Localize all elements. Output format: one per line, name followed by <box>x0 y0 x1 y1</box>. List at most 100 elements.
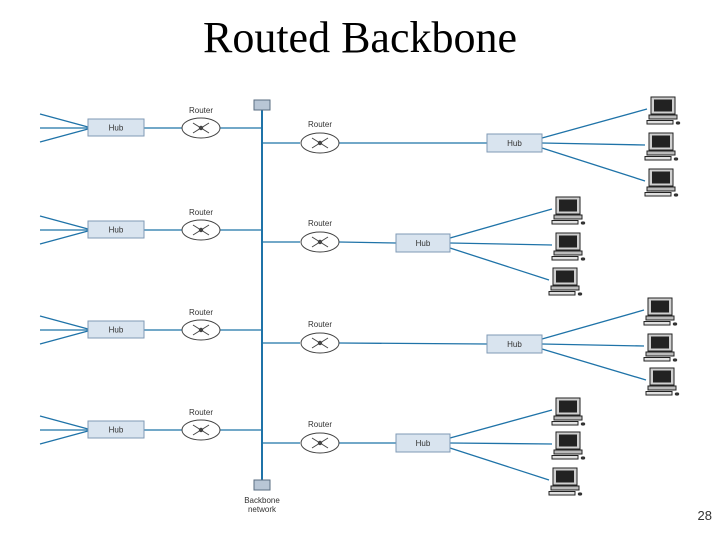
router-node <box>181 117 221 139</box>
computer-icon <box>548 267 583 296</box>
keyboard <box>548 491 576 496</box>
computer-icon <box>551 431 586 460</box>
computer-icon <box>644 132 679 161</box>
router-core <box>317 140 323 146</box>
link-line <box>449 409 553 439</box>
backbone-label: network <box>248 505 277 514</box>
mouse <box>673 157 679 161</box>
monitor-screen <box>556 470 574 483</box>
hub-box <box>87 320 145 339</box>
hub-node <box>87 320 145 339</box>
mouse <box>673 193 679 197</box>
mouse <box>580 221 586 225</box>
mouse <box>577 292 583 296</box>
network-labels: BackbonenetworkHubRouterHubRouterHubRout… <box>109 106 523 514</box>
hub-node <box>486 133 543 153</box>
hub-box <box>395 233 451 253</box>
computer-icon <box>645 367 680 396</box>
monitor-screen <box>559 434 577 447</box>
computer-base <box>646 186 676 192</box>
router-core <box>198 427 204 433</box>
keyboard <box>644 156 672 161</box>
hub-box <box>486 133 543 153</box>
mouse <box>674 392 680 396</box>
keyboard <box>551 455 579 460</box>
keyboard <box>551 220 579 225</box>
computer-icon <box>548 467 583 496</box>
monitor-screen <box>556 270 574 283</box>
computer-icon <box>643 297 678 326</box>
computer-base <box>550 485 580 491</box>
keyboard <box>643 357 671 362</box>
computer-base <box>553 415 583 421</box>
link-line <box>39 430 89 445</box>
computer-base <box>645 315 675 321</box>
link-line <box>338 342 488 345</box>
mouse <box>580 257 586 261</box>
keyboard <box>646 120 674 125</box>
hub-node <box>87 220 145 239</box>
router-label: Router <box>189 106 213 115</box>
hub-box <box>87 220 145 239</box>
network-nodes <box>87 96 681 496</box>
computer-icon <box>551 196 586 225</box>
router-label: Router <box>189 308 213 317</box>
hub-node <box>87 420 145 439</box>
backbone-bottom-node <box>253 479 271 491</box>
keyboard <box>551 256 579 261</box>
link-line <box>449 247 550 281</box>
router-node <box>300 231 340 253</box>
hub-box <box>486 334 543 354</box>
router-label: Router <box>189 408 213 417</box>
router-core <box>198 327 204 333</box>
router-node <box>300 332 340 354</box>
computer-icon <box>643 333 678 362</box>
hub-label: Hub <box>109 124 124 133</box>
router-core <box>317 340 323 346</box>
link-line <box>39 415 89 430</box>
keyboard <box>551 421 579 426</box>
link-line <box>39 315 89 330</box>
router-label: Router <box>308 320 332 329</box>
computer-base <box>645 351 675 357</box>
mouse <box>580 422 586 426</box>
computer-icon <box>551 397 586 426</box>
hub-label: Hub <box>507 139 522 148</box>
router-node <box>181 219 221 241</box>
network-links <box>39 108 648 482</box>
router-core <box>198 125 204 131</box>
computer-base <box>647 385 677 391</box>
link-line <box>39 230 89 245</box>
slide-title: Routed Backbone <box>202 13 518 62</box>
router-node <box>300 432 340 454</box>
computer-base <box>553 214 583 220</box>
hub-node <box>395 233 451 253</box>
link-line <box>39 215 89 230</box>
keyboard <box>548 291 576 296</box>
link-line <box>449 208 553 239</box>
hub-node <box>395 433 451 453</box>
monitor-screen <box>652 135 670 148</box>
computer-icon <box>551 232 586 261</box>
mouse <box>577 492 583 496</box>
router-label: Router <box>308 420 332 429</box>
backbone-label: Backbone <box>244 496 280 505</box>
link-line <box>338 241 397 244</box>
router-node <box>300 132 340 154</box>
keyboard <box>645 391 673 396</box>
computer-base <box>646 150 676 156</box>
router-node <box>181 319 221 341</box>
monitor-screen <box>653 370 671 383</box>
computer-icon <box>644 168 679 197</box>
hub-label: Hub <box>507 340 522 349</box>
link-line <box>449 447 550 481</box>
mouse <box>672 322 678 326</box>
link-line <box>541 147 646 182</box>
hub-label: Hub <box>109 426 124 435</box>
monitor-screen <box>651 300 669 313</box>
hub-label: Hub <box>416 239 431 248</box>
computer-base <box>553 449 583 455</box>
computer-icon <box>646 96 681 125</box>
hub-label: Hub <box>109 326 124 335</box>
